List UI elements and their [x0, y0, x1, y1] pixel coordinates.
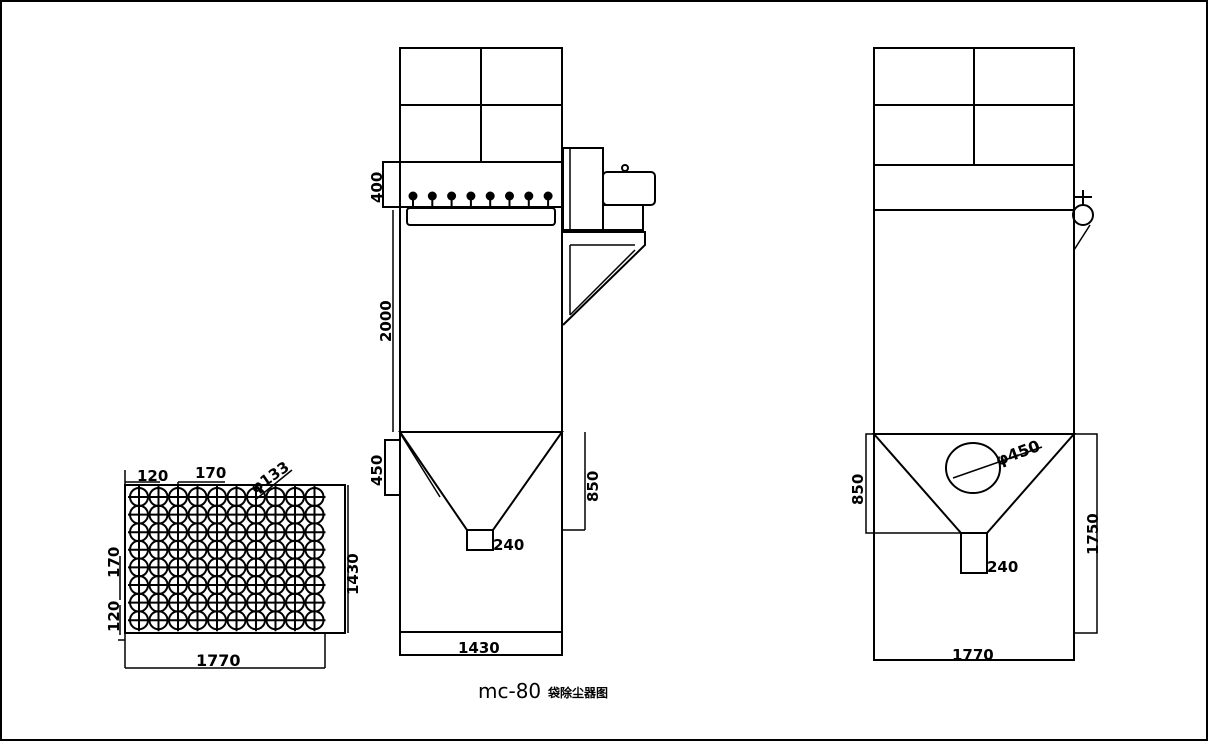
dim-pitch-left: 170 [105, 547, 123, 578]
pulse-valve [408, 191, 418, 201]
side-hopper [871, 433, 1077, 534]
dim-line-support [1074, 433, 1098, 634]
dim-side-width: 1770 [952, 646, 994, 664]
pulse-valve [466, 191, 476, 201]
dim-side-outlet: 240 [987, 558, 1018, 576]
side-view: φ450 850 1750 240 1770 [849, 47, 1102, 664]
pulse-valve [505, 191, 514, 201]
drawing-title: mc-80 袋除尘器图 [478, 679, 608, 703]
dim-bag-length: 2000 [377, 300, 395, 342]
side-outlet [960, 532, 988, 574]
front-view: 400 2000 450 850 240 1430 [368, 47, 656, 657]
front-outlet [466, 529, 494, 551]
pulse-valve [524, 191, 534, 201]
fan-housing [562, 147, 604, 231]
front-header-box [382, 161, 563, 208]
side-inlet-circle [945, 442, 1001, 494]
dim-front-hopper: 850 [584, 471, 602, 502]
title-name: 袋除尘器图 [547, 685, 608, 700]
dim-support-height: 1750 [1084, 513, 1102, 555]
side-valve [1072, 204, 1094, 226]
dim-leader-diameter [254, 469, 293, 501]
dim-front-width: 1430 [458, 639, 500, 657]
front-inlet [384, 439, 401, 496]
fan-motor [602, 171, 656, 206]
dim-top-height: 1430 [344, 553, 362, 595]
dim-side-hopper: 850 [849, 474, 867, 505]
header-pipe [406, 207, 556, 226]
fan-bracket [562, 231, 646, 326]
pulse-valve [485, 191, 495, 201]
title-model: mc-80 [478, 679, 541, 703]
dim-pitch-top: 170 [195, 464, 226, 482]
bag-hole-grid [128, 486, 326, 632]
dim-edge-top: 120 [137, 467, 168, 485]
pulse-valve [427, 191, 437, 201]
front-hopper [398, 431, 564, 531]
pulse-valve [543, 191, 553, 201]
dim-side-inlet-diameter: φ450 [993, 436, 1043, 470]
dim-front-outlet: 240 [493, 536, 524, 554]
dim-inlet-height: 450 [368, 455, 386, 486]
pulse-valves [408, 191, 553, 208]
dim-line-side-hopper [865, 433, 961, 534]
dim-edge-left: 120 [105, 601, 123, 632]
dim-header-height: 400 [368, 172, 386, 203]
top-view: 120 170 φ133 1430 170 120 1770 [105, 458, 362, 670]
top-view-outline [124, 484, 346, 634]
pulse-valve [447, 191, 457, 201]
dim-top-width: 1770 [196, 651, 241, 670]
